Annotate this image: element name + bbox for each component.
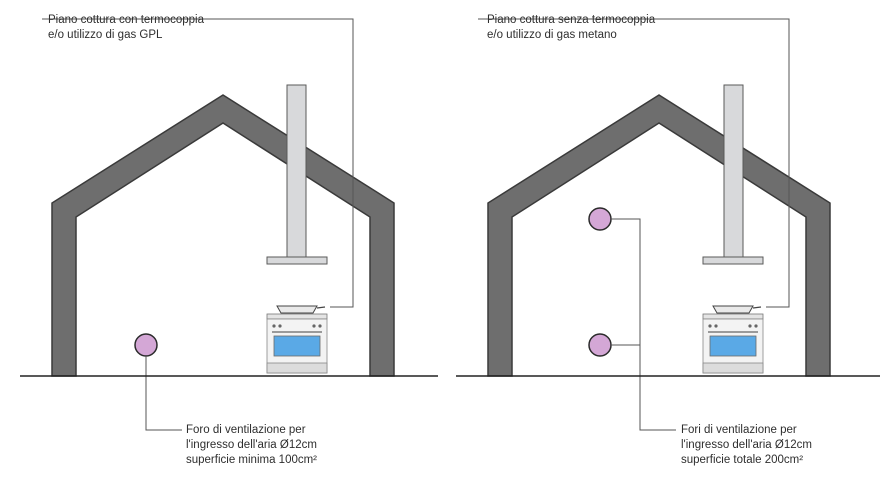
left-bottom-label-line-2: l'ingresso dell'aria Ø12cm (186, 439, 317, 451)
left-vent-leader (145, 356, 182, 431)
left-top-label: Piano cottura con termocoppia e/o utiliz… (48, 13, 204, 43)
right-cooker (702, 305, 764, 374)
left-cooker (266, 305, 328, 374)
right-top-label: Piano cottura senza termocoppia e/o util… (487, 13, 655, 43)
left-scene (42, 18, 395, 431)
left-top-label-line-2: e/o utilizzo di gas GPL (48, 29, 163, 41)
right-top-label-line-2: e/o utilizzo di gas metano (487, 29, 617, 41)
left-cooker-leader (42, 18, 354, 308)
right-top-label-line-1: Piano cottura senza termocoppia (487, 14, 656, 26)
left-oven-window (273, 335, 321, 357)
right-vent-leader (611, 218, 676, 431)
right-scene (478, 18, 831, 431)
left-house-walls (51, 94, 395, 377)
right-oven-window (709, 335, 757, 357)
left-bottom-label-line-3: superficie minima 100cm² (186, 454, 318, 466)
right-vent-hole-upper (588, 207, 612, 231)
right-vent-hole-lower (588, 333, 612, 357)
left-top-label-line-1: Piano cottura con termocoppia (48, 14, 204, 26)
right-bottom-label-line-2: l'ingresso dell'aria Ø12cm (681, 439, 812, 451)
right-bottom-label-line-1: Fori di ventilazione per (681, 424, 797, 436)
right-cooker-leader (478, 18, 790, 308)
right-chimney (702, 84, 764, 265)
left-bottom-label: Foro di ventilazione per l'ingresso dell… (186, 423, 317, 468)
right-bottom-label-line-3: superficie totale 200cm² (681, 454, 804, 466)
left-chimney (266, 84, 328, 265)
left-bottom-label-line-1: Foro di ventilazione per (186, 424, 306, 436)
right-bottom-label: Fori di ventilazione per l'ingresso dell… (681, 423, 812, 468)
right-house-walls (487, 94, 831, 377)
left-vent-hole (134, 333, 158, 357)
